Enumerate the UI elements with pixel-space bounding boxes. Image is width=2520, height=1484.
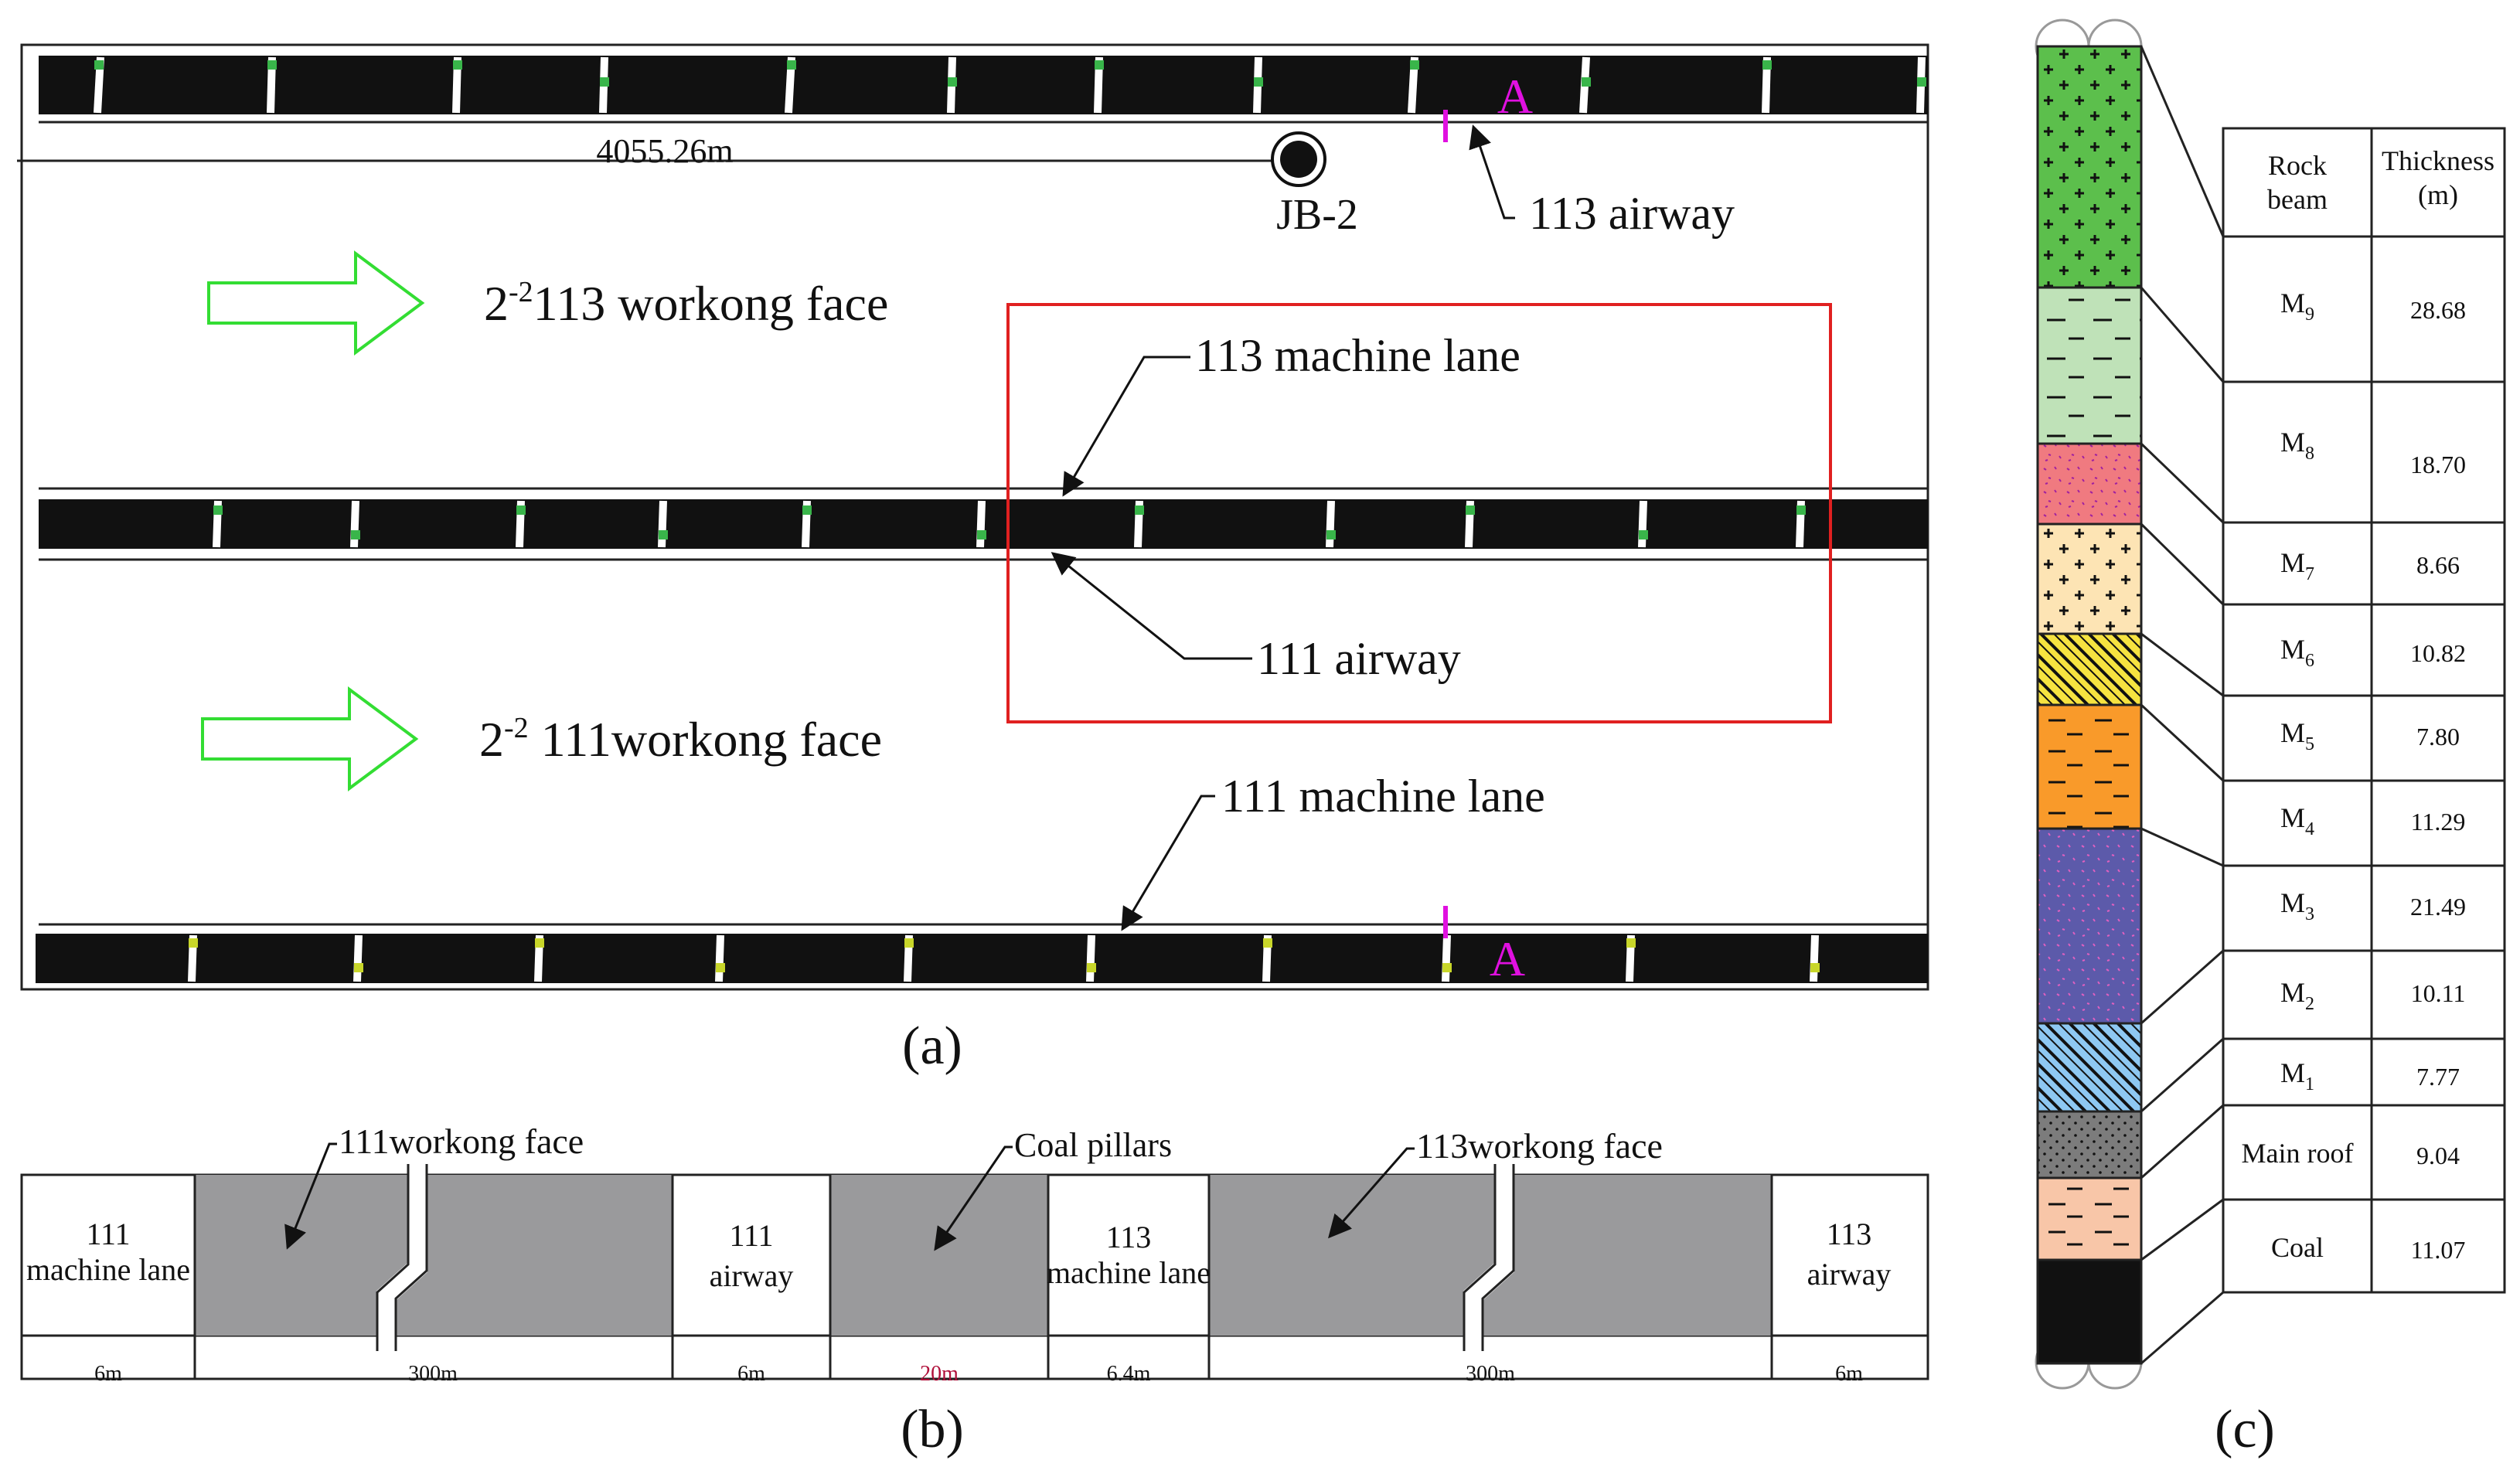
table-cell-thickness: 18.70	[2410, 451, 2466, 478]
callout-machine-lane-113	[1062, 356, 1190, 497]
strata-connectors	[2140, 46, 2225, 1365]
table-cell-thickness: 10.82	[2410, 639, 2466, 667]
callout-face-111	[284, 1142, 337, 1250]
roadway-bottom	[36, 934, 1928, 983]
caption-c: (c)	[2215, 1400, 2275, 1459]
section-label-line2: machine lane	[26, 1252, 190, 1287]
table-cell-thickness: 7.80	[2416, 723, 2460, 751]
table-cell-beam: M5	[2280, 717, 2314, 754]
table-cell-beam: M4	[2280, 802, 2314, 839]
label-working-face-113: 2-2113 workong face	[484, 276, 888, 331]
panel-c: Rock beam Thickness (m) M9 28.68 M8 18.7…	[2035, 19, 2506, 1459]
table-cell-beam: M3	[2280, 887, 2314, 924]
borehole-icon	[1271, 131, 1326, 187]
section-marker-bottom: A	[1443, 906, 1525, 986]
monitoring-area-box	[1006, 303, 1832, 723]
label-callout-face-113: 113workong face	[1416, 1126, 1663, 1166]
stratum-m8	[2036, 286, 2143, 445]
stratum-m2	[2036, 1022, 2143, 1113]
table-cell-thickness: 10.11	[2411, 979, 2466, 1007]
callout-face-113	[1328, 1147, 1415, 1239]
width-label: 300m	[408, 1362, 458, 1386]
strata-column	[2036, 45, 2143, 1365]
section-marker-top: A	[1443, 69, 1533, 142]
callout-airway-113	[1469, 124, 1515, 220]
stratum-m5	[2036, 632, 2143, 706]
caption-b: (b)	[901, 1400, 964, 1459]
width-label: 6.4m	[1107, 1362, 1151, 1386]
width-label: 6m	[94, 1362, 122, 1386]
coal-pillar-center	[830, 1175, 1048, 1336]
label-airway-111: 111 airway	[1257, 633, 1461, 684]
table-header-thickness: Thickness	[2382, 145, 2494, 176]
stratum-m1	[2036, 1110, 2143, 1179]
table-cell-beam: M9	[2280, 288, 2314, 325]
stratum-m3	[2036, 827, 2143, 1025]
table-cell-beam: Coal	[2271, 1232, 2324, 1263]
break-symbol-113	[1463, 1164, 1515, 1351]
table-header-beam: Rock	[2268, 150, 2327, 181]
table-cell-beam: M2	[2280, 977, 2314, 1014]
table-cell-beam: Main roof	[2242, 1138, 2354, 1169]
table-header-beam: beam	[2267, 184, 2328, 215]
working-face-arrow-111	[201, 686, 419, 791]
table-cell-thickness: 28.68	[2410, 296, 2466, 324]
table-cell-beam: M8	[2280, 427, 2314, 464]
rock-beam-table: Rock beam Thickness (m) M9 28.68 M8 18.7…	[2222, 127, 2506, 1294]
svg-text:A: A	[1497, 69, 1533, 124]
roadway-middle	[39, 499, 1928, 549]
section-label-line1: 113	[1827, 1217, 1872, 1251]
section-label-line1: 111	[86, 1217, 130, 1251]
distance-label: 4055.26m	[596, 132, 733, 170]
section-label-line1: 113	[1106, 1220, 1152, 1254]
label-callout-coal-pillars: Coal pillars	[1014, 1126, 1172, 1164]
table-cell-thickness: 7.77	[2416, 1063, 2460, 1091]
label-machine-lane-113: 113 machine lane	[1195, 330, 1521, 381]
stratum-main-roof	[2036, 1176, 2143, 1261]
table-cell-beam: M6	[2280, 634, 2314, 671]
borehole-label: JB-2	[1276, 191, 1358, 239]
caption-a: (a)	[902, 1016, 962, 1076]
label-airway-113: 113 airway	[1529, 188, 1735, 239]
break-symbol-111	[376, 1164, 428, 1351]
section-label-line2: airway	[1807, 1257, 1892, 1292]
table-cell-beam: M7	[2280, 547, 2314, 584]
stratum-m6	[2036, 522, 2143, 635]
section-label-line2: machine lane	[1047, 1255, 1211, 1290]
stratum-m9	[2036, 45, 2143, 289]
panel-a: 4055.26m JB-2 A A 113 airway 2-2113 work…	[17, 43, 1929, 1076]
panel-b: 111 machine lane 111 airway 113 machine …	[20, 1122, 1929, 1459]
table-cell-beam: M1	[2280, 1057, 2314, 1094]
table-cell-thickness: 21.49	[2410, 893, 2466, 921]
coal-pillar-113-face	[1209, 1175, 1772, 1336]
roadway-top	[39, 56, 1928, 114]
label-callout-face-111: 111workong face	[339, 1122, 584, 1161]
table-cell-thickness: 8.66	[2416, 551, 2460, 579]
width-label: 6m	[1835, 1362, 1863, 1386]
table-cell-thickness: 9.04	[2416, 1142, 2460, 1169]
stratum-coal	[2036, 1258, 2143, 1365]
section-label-line1: 111	[729, 1218, 773, 1253]
working-face-arrow-113	[207, 250, 425, 356]
callout-airway-111	[1051, 552, 1252, 660]
table-cell-thickness: 11.29	[2411, 808, 2466, 836]
width-label: 6m	[737, 1362, 765, 1386]
callout-machine-lane-111	[1121, 795, 1215, 931]
width-label: 20m	[920, 1362, 959, 1386]
callout-coal-pillars	[934, 1145, 1013, 1251]
stratum-m4	[2036, 703, 2143, 830]
label-machine-lane-111: 111 machine lane	[1221, 771, 1545, 822]
table-header-thickness: (m)	[2418, 179, 2458, 210]
section-label-line2: airway	[710, 1258, 794, 1293]
width-label: 300m	[1466, 1362, 1515, 1386]
stratum-m7	[2036, 442, 2143, 526]
coal-pillar-111-face	[195, 1175, 673, 1336]
label-working-face-111: 2-2 111workong face	[479, 712, 882, 767]
svg-text:A: A	[1490, 931, 1525, 986]
table-cell-thickness: 11.07	[2411, 1236, 2466, 1264]
